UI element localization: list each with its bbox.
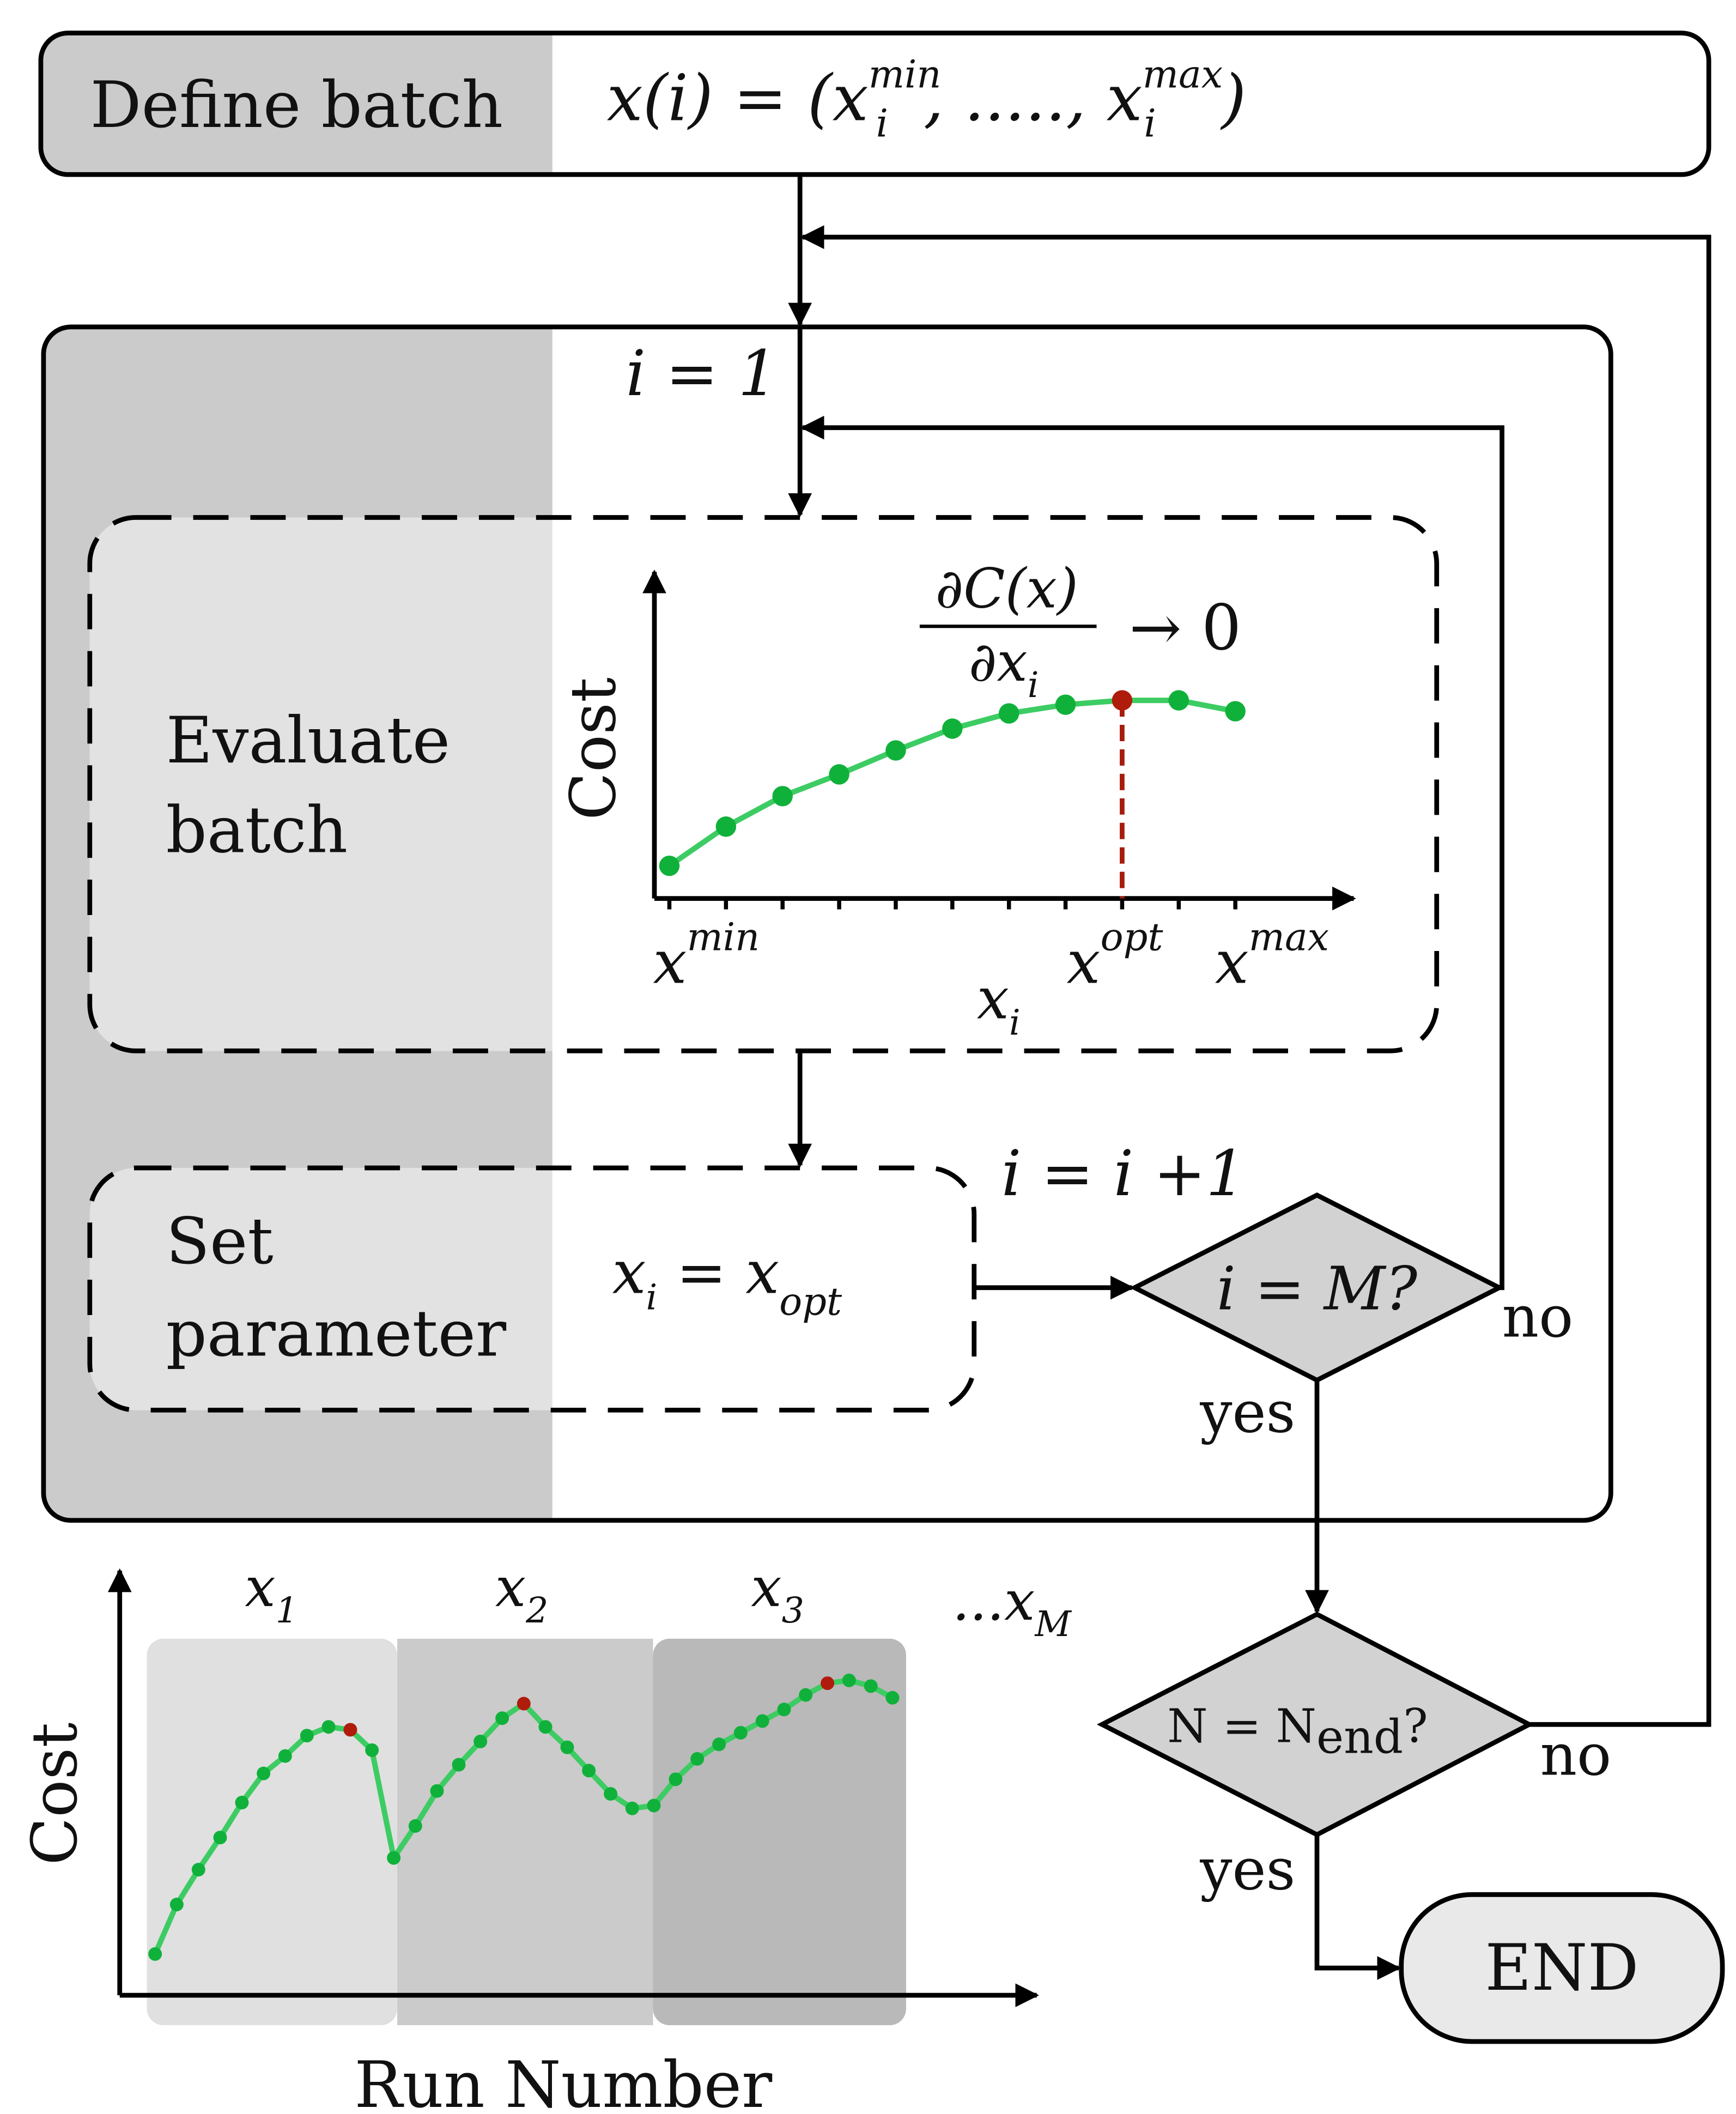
run-data-point [777, 1703, 791, 1717]
run-data-point [148, 1947, 162, 1961]
derivative-limit: → 0 [1129, 592, 1241, 665]
inner-x-label: xi [977, 965, 1021, 1043]
run-data-point [321, 1720, 336, 1734]
decision-n-equals-nend: N = Nend? no yes [1096, 1612, 1611, 1903]
run-x-label: Run Number [354, 2048, 773, 2114]
run-data-point [669, 1772, 683, 1786]
evaluate-label-line2: batch [166, 793, 348, 868]
decision-i-equals-m: i = M? no yes [1129, 1192, 1574, 1445]
run-data-point [213, 1831, 227, 1845]
run-data-point [582, 1764, 596, 1778]
run-data-point [495, 1711, 509, 1725]
run-data-point [625, 1801, 639, 1815]
batch-label-x1: x1 [245, 1555, 298, 1631]
run-data-point [408, 1819, 422, 1833]
run-data-point [864, 1679, 878, 1693]
inner-data-point [715, 816, 737, 837]
loop-init-label: i = 1 [626, 337, 778, 410]
arrow-decision-m-no-return [800, 415, 1504, 1291]
run-data-point [647, 1798, 661, 1813]
batch-band-x3 [653, 1638, 906, 2026]
set-parameter-label-panel [89, 1167, 553, 1410]
run-data-point [235, 1796, 249, 1810]
run-data-point [191, 1863, 205, 1877]
end-label: END [1485, 1930, 1638, 2005]
run-data-point [799, 1688, 813, 1702]
inner-data-point [829, 764, 849, 785]
inner-x-ticks [667, 898, 1237, 910]
run-optimum-point [517, 1697, 531, 1711]
decision-n-yes-label: yes [1199, 1836, 1295, 1903]
decision-n-text: N = Nend? [1167, 1700, 1428, 1765]
inner-data-point [942, 718, 963, 739]
tick-label-opt: xopt [1067, 915, 1164, 997]
inner-data-point [998, 703, 1019, 724]
run-data-point [278, 1749, 292, 1763]
batch-label-x3: x3 [751, 1555, 804, 1631]
run-data-point [430, 1784, 444, 1798]
run-data-point [538, 1720, 553, 1734]
run-data-point [387, 1851, 401, 1865]
run-cost-chart: Cost Run Number x1 x2 x3 ...xM [19, 1555, 1072, 2114]
inner-data-point [885, 740, 906, 761]
run-data-point [712, 1737, 726, 1752]
run-data-point [842, 1673, 856, 1687]
decision-m-text: i = M? [1217, 1254, 1418, 1324]
batch-band-x1 [147, 1638, 398, 2026]
run-y-label: Cost [19, 1722, 92, 1865]
evaluate-label-panel [89, 517, 553, 1051]
run-optimum-point [821, 1676, 835, 1691]
run-data-point [300, 1729, 314, 1743]
inner-cost-points [659, 690, 1246, 876]
batch-band-x2 [397, 1638, 653, 2026]
inner-data-point [772, 786, 793, 807]
arrow-decision-n-no-return [800, 225, 1711, 1727]
derivative-denominator: ∂xi [969, 630, 1039, 706]
end-terminal: END [1399, 1892, 1725, 2044]
run-optimum-point [343, 1723, 357, 1737]
inner-data-point [1225, 701, 1246, 722]
set-parameter-label-line1: Set [166, 1204, 274, 1279]
run-cost-points [148, 1673, 900, 1961]
decision-m-no-label: no [1502, 1284, 1574, 1350]
inner-data-point [1055, 694, 1076, 715]
derivative-numerator: ∂C(x) [936, 556, 1078, 620]
run-data-point [452, 1758, 466, 1772]
decision-m-yes-label: yes [1199, 1379, 1295, 1445]
inner-cost-chart: Cost xi xmin xopt xmax ∂C(x) ∂xi → 0 [557, 556, 1356, 1043]
run-data-point [733, 1725, 748, 1740]
define-batch-label: Define batch [90, 68, 503, 142]
run-data-point [474, 1734, 488, 1748]
inner-data-point [1168, 690, 1189, 711]
tick-label-min: xmin [653, 915, 760, 997]
evaluate-batch-box: Evaluate batch [87, 515, 1440, 1053]
run-data-point [169, 1898, 184, 1912]
define-batch-label-panel [40, 33, 553, 175]
batch-label-xm: ...xM [952, 1569, 1072, 1645]
inner-optimum-point [1112, 690, 1133, 711]
set-parameter-box: Set parameter xi = xopt [87, 1165, 977, 1413]
batch-label-x2: x2 [495, 1555, 549, 1631]
run-data-point [690, 1752, 705, 1766]
evaluate-label-line1: Evaluate [166, 703, 451, 778]
run-data-point [885, 1691, 900, 1705]
inner-data-point [659, 855, 680, 876]
flow-connectors [788, 174, 1711, 1980]
run-data-point [604, 1787, 618, 1801]
loop-increment-label: i = i +1 [1001, 1137, 1246, 1210]
arrow-decision-n-yes-to-end [1314, 1834, 1401, 1980]
run-data-point [560, 1740, 574, 1754]
tick-label-max: xmax [1215, 915, 1329, 997]
inner-y-label: Cost [557, 677, 630, 820]
set-parameter-formula: xi = xopt [612, 1238, 842, 1324]
set-parameter-label-line2: parameter [166, 1297, 507, 1371]
decision-n-no-label: no [1540, 1722, 1611, 1789]
run-data-point [755, 1714, 769, 1728]
run-data-point [257, 1766, 271, 1780]
run-data-point [365, 1743, 379, 1757]
